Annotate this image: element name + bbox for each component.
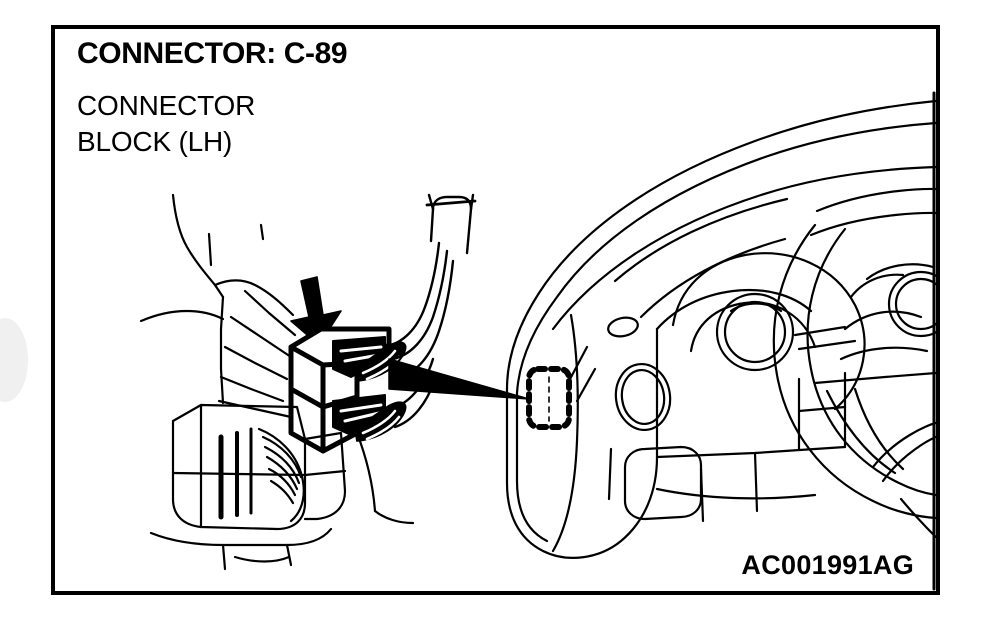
illustration (55, 29, 936, 591)
connector-slot-upper (332, 336, 407, 382)
page-title: CONNECTOR: C-89 (77, 37, 348, 70)
mounting-panel (139, 193, 297, 419)
illustration-svg (139, 91, 936, 591)
gauge-cluster (715, 292, 795, 372)
connector-block-detail (139, 193, 477, 571)
connector-slot-lower (332, 394, 407, 442)
figure-subtitle: CONNECTOR BLOCK (LH) (77, 88, 597, 162)
location-callout (526, 366, 572, 430)
figure-code: AC001991AG (741, 550, 914, 580)
steering-wheel (772, 187, 936, 539)
figure-subtitle-line-1: CONNECTOR (77, 89, 256, 121)
mounting-bracket (149, 403, 347, 571)
title-block: CONNECTOR: C-89 CONNECTOR BLOCK (LH) (77, 37, 597, 161)
scan-artifact (0, 318, 28, 402)
figure-frame: CONNECTOR: C-89 CONNECTOR BLOCK (LH) (51, 25, 940, 595)
instrument-panel (505, 91, 936, 591)
leader-wedge (388, 358, 530, 400)
figure-subtitle-line-2: BLOCK (LH) (77, 126, 233, 158)
gauge-secondary (887, 270, 936, 338)
